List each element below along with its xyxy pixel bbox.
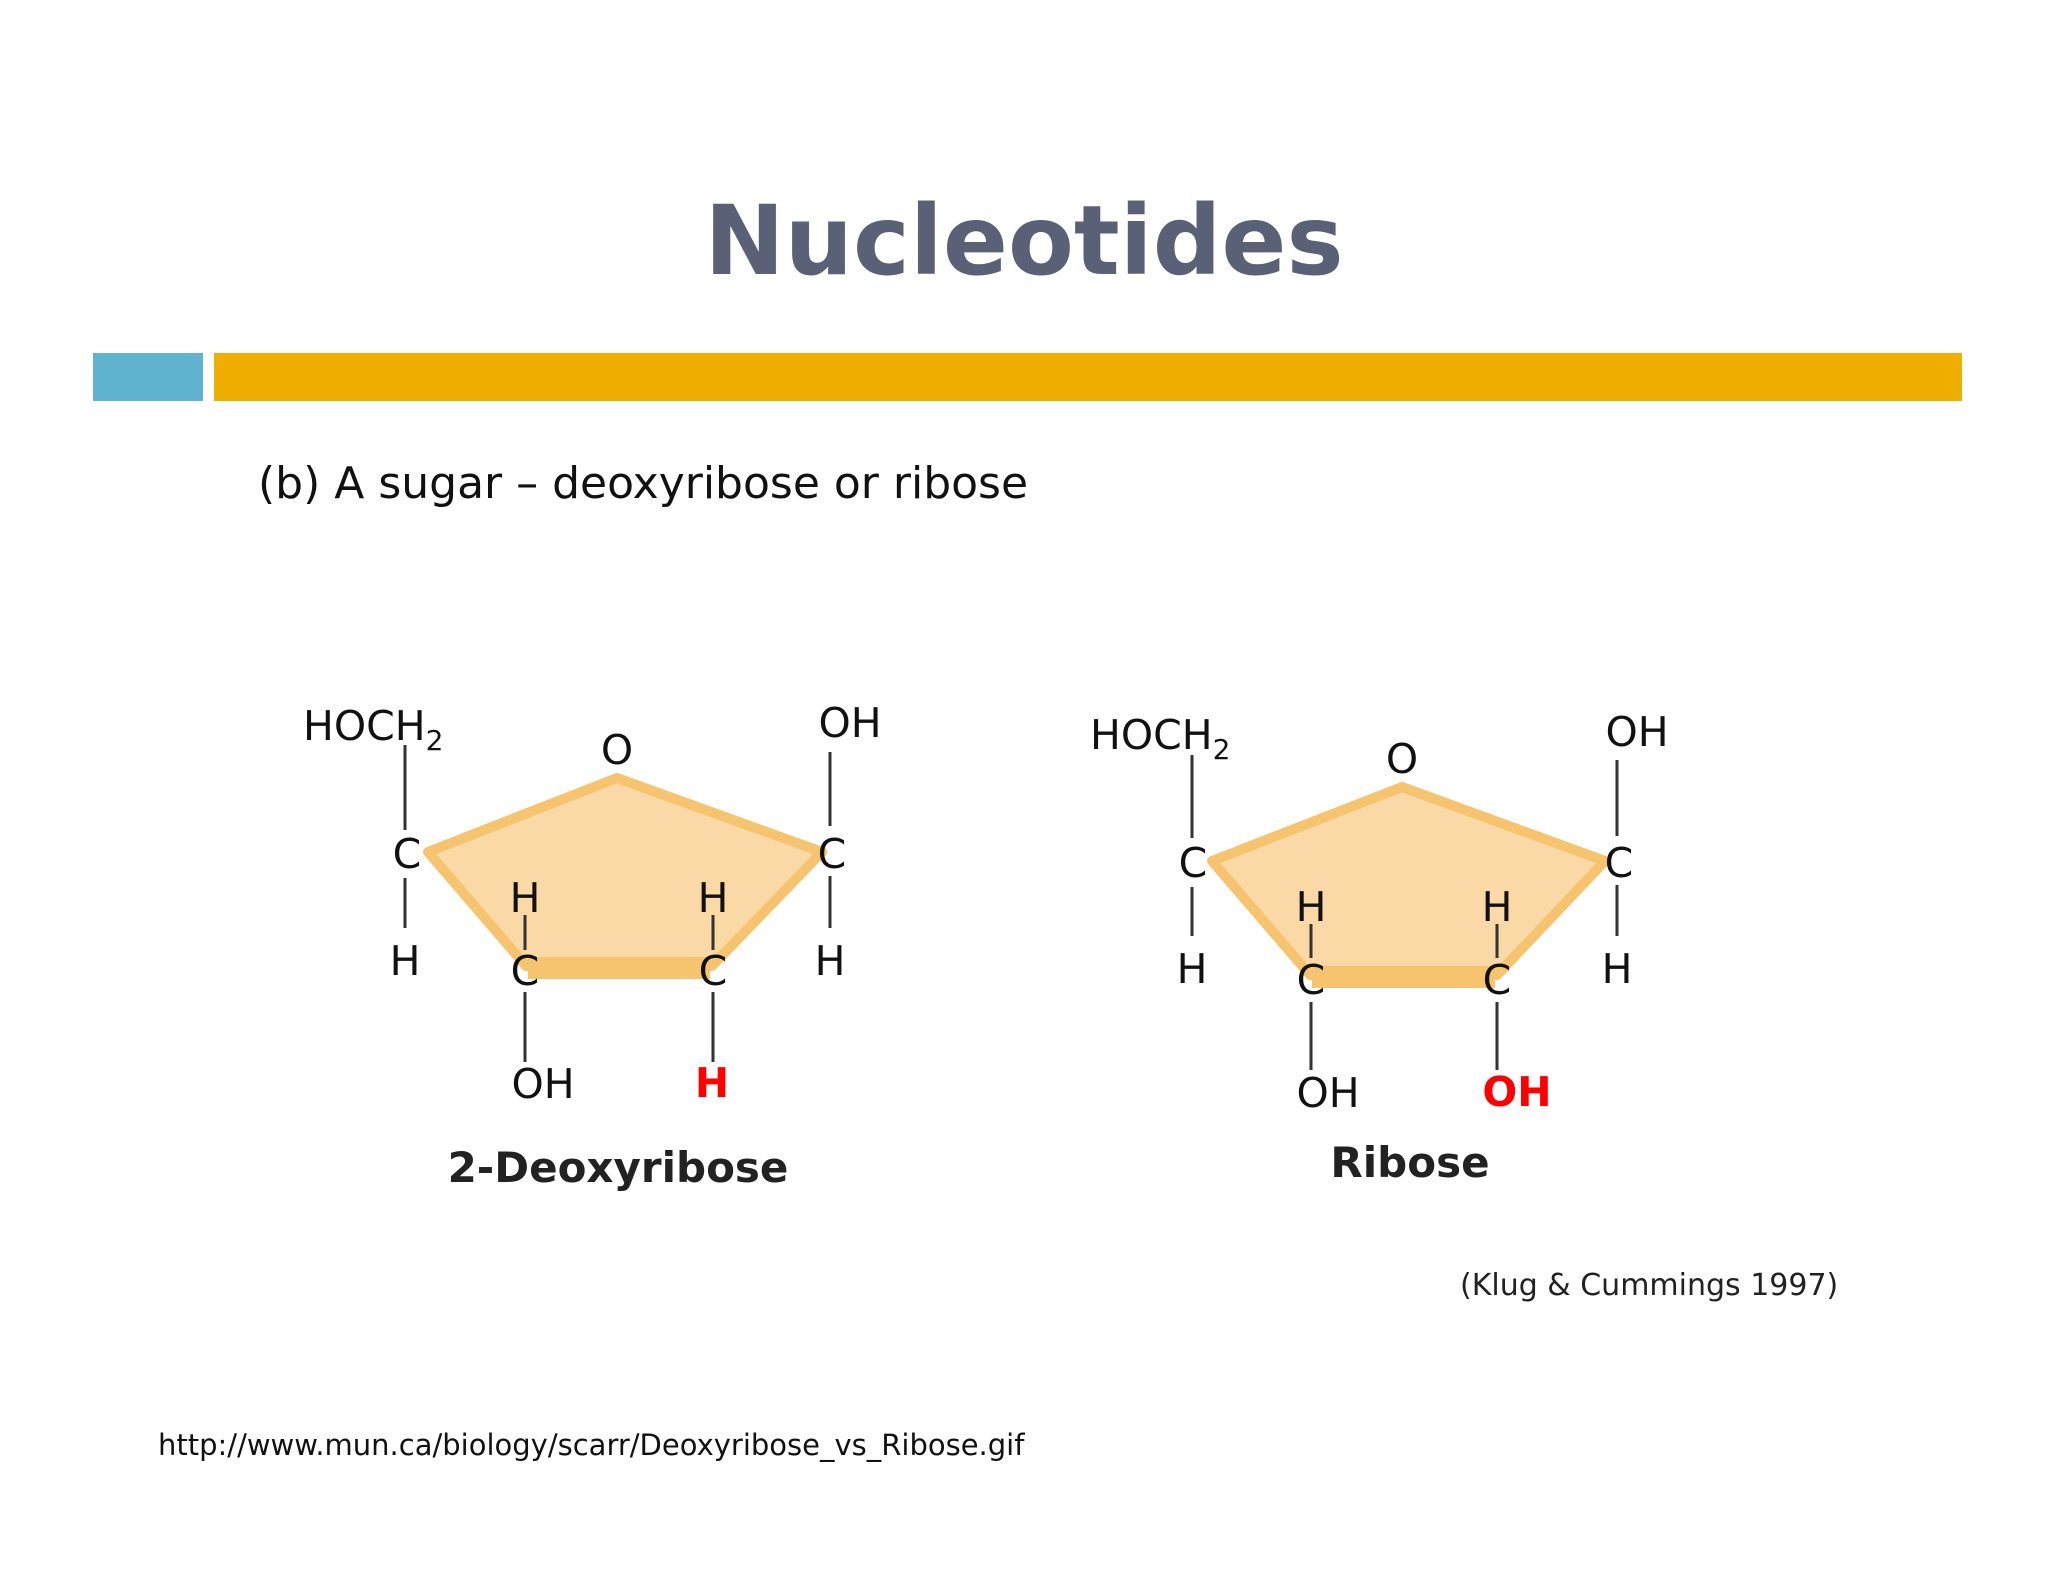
ribose-c3-h: H xyxy=(1296,883,1327,931)
ribose-c3-oh: OH xyxy=(1296,1069,1359,1117)
deoxyribose-h-left: H xyxy=(390,937,421,985)
ribose-h-left: H xyxy=(1177,945,1208,993)
ribose-c2: C xyxy=(1483,956,1512,1004)
slide-subtitle: (b) A sugar – deoxyribose or ribose xyxy=(258,458,1029,509)
deoxyribose-c2-substituent: H xyxy=(695,1059,729,1107)
ribose-c4: C xyxy=(1179,839,1208,887)
deoxyribose-hoch2-label: HOCH2 xyxy=(303,702,443,757)
deoxyribose-c3: C xyxy=(511,947,540,995)
source-url: http://www.mun.ca/biology/scarr/Deoxyrib… xyxy=(158,1428,1025,1462)
deoxyribose-oh-top: OH xyxy=(818,699,881,747)
ribose-ring xyxy=(1207,782,1610,980)
deoxyribose-h-right: H xyxy=(815,937,846,985)
deoxyribose-c1: C xyxy=(818,830,847,878)
slide-title: Nucleotides xyxy=(704,185,1344,297)
deoxyribose-c3-h: H xyxy=(510,874,541,922)
ribose-c3: C xyxy=(1297,956,1326,1004)
ribose-c1: C xyxy=(1605,839,1634,887)
citation: (Klug & Cummings 1997) xyxy=(1460,1268,1839,1303)
deoxyribose-c2: C xyxy=(699,947,728,995)
ribose-hoch2-label: HOCH2 xyxy=(1090,711,1230,766)
ribose-h-right: H xyxy=(1602,945,1633,993)
ribose-ring-oxygen: O xyxy=(1386,735,1418,783)
deoxyribose-name: 2-Deoxyribose xyxy=(448,1143,789,1192)
ribose-structure: HOCH2 O OH C H C H H C OH H C OH Ribose xyxy=(1090,708,1669,1187)
deoxyribose-bottom-bond xyxy=(528,957,710,979)
deoxyribose-c2-h: H xyxy=(698,874,729,922)
ribose-c2-substituent: OH xyxy=(1482,1068,1551,1116)
accent-bar-blue xyxy=(93,353,203,401)
deoxyribose-c3-oh: OH xyxy=(511,1060,574,1108)
deoxyribose-c4: C xyxy=(393,830,422,878)
ribose-bottom-bond xyxy=(1312,966,1495,988)
deoxyribose-ring xyxy=(423,773,827,971)
deoxyribose-structure: HOCH2 O OH C H C H H C OH H C H 2-Deoxyr… xyxy=(303,699,882,1192)
deoxyribose-ring-oxygen: O xyxy=(601,726,633,774)
ribose-name: Ribose xyxy=(1330,1138,1489,1187)
ribose-c2-h: H xyxy=(1482,883,1513,931)
accent-bar-gold xyxy=(214,353,1962,401)
ribose-oh-top: OH xyxy=(1605,708,1668,756)
